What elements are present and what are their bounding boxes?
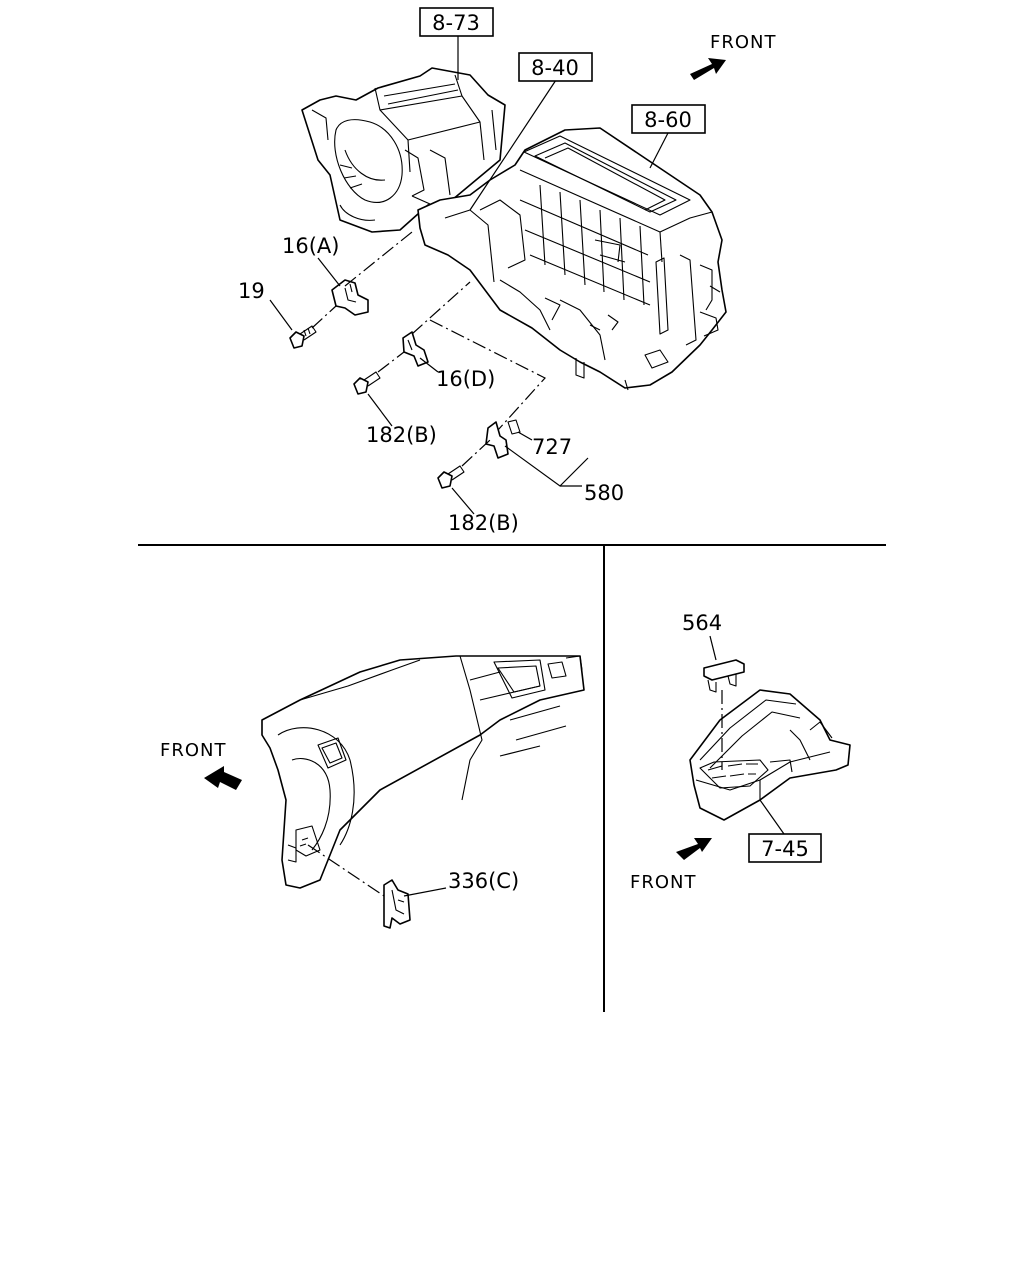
part-16a-label: 16(A) — [282, 234, 339, 258]
clip-580 — [485, 419, 521, 459]
plug-564 — [703, 659, 745, 693]
front-arrow-right-icon — [676, 838, 712, 860]
instrument-panel — [261, 655, 585, 889]
ref-box-8-73: 8-73 — [419, 7, 494, 37]
blower-unit — [301, 67, 506, 233]
front-label-right: FRONT — [630, 872, 697, 893]
part-564-label: 564 — [682, 611, 722, 635]
part-16d-label: 16(D) — [436, 367, 495, 391]
bracket-16a — [331, 279, 369, 316]
screw-19 — [289, 325, 317, 349]
ref-8-40-label: 8-40 — [531, 56, 579, 80]
screw-182b-upper — [353, 371, 381, 395]
front-label-top: FRONT — [710, 32, 777, 53]
clip-16d — [402, 331, 429, 367]
part-727-label: 727 — [532, 435, 572, 459]
front-label-left: FRONT — [160, 740, 227, 761]
ref-7-45-label: 7-45 — [761, 837, 809, 861]
screw-182b-lower — [437, 465, 465, 489]
heater-unit — [417, 127, 727, 391]
ref-box-7-45: 7-45 — [748, 833, 822, 863]
ref-8-60-label: 8-60 — [644, 108, 692, 132]
part-182b-upper-label: 182(B) — [366, 423, 437, 447]
ref-8-73-label: 8-73 — [432, 11, 480, 35]
console — [689, 689, 851, 821]
part-336c-label: 336(C) — [448, 869, 519, 893]
part-580-label: 580 — [584, 481, 624, 505]
bracket-336c — [383, 879, 411, 929]
part-182b-lower-label: 182(B) — [448, 511, 519, 535]
front-arrow-left-icon — [204, 766, 242, 790]
ref-box-8-40: 8-40 — [518, 52, 593, 82]
part-19-label: 19 — [238, 279, 265, 303]
front-arrow-top-icon — [690, 58, 726, 80]
ref-box-8-60: 8-60 — [631, 104, 706, 134]
